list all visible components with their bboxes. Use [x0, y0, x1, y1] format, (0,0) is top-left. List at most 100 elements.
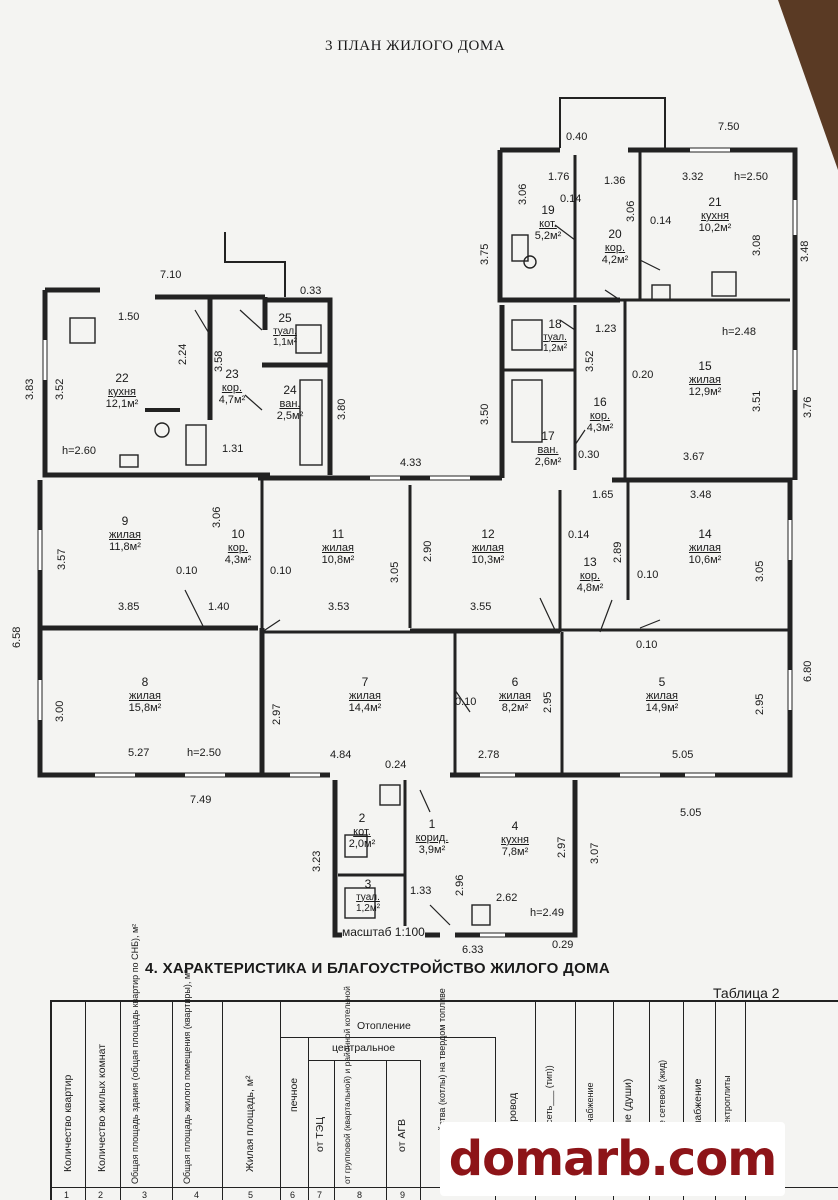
floor-plan-walls: [37, 97, 798, 938]
dim-label: 3.23: [311, 850, 323, 872]
dim-label: 1.65: [592, 489, 614, 501]
table-column: [120, 1002, 173, 1200]
table-column: [420, 1037, 496, 1200]
dim-label: 0.10: [176, 565, 198, 577]
dim-label: 0.30: [578, 449, 600, 461]
row-number: 9: [400, 1190, 406, 1200]
dim-label: 3.80: [336, 398, 348, 420]
dim-label: h=2.48: [722, 326, 756, 338]
dim-label: 6.33: [462, 944, 484, 956]
dim-label: 2.89: [612, 541, 624, 563]
dim-label: 3.00: [54, 700, 66, 722]
dim-label: 3.55: [470, 601, 492, 613]
dim-label: 3.05: [389, 561, 401, 583]
row-number: 6: [290, 1190, 296, 1200]
dim-label: 0.29: [552, 939, 574, 951]
column-header: Количество квартир: [62, 1074, 74, 1172]
table-column: [649, 1002, 684, 1200]
row-number: 8: [357, 1190, 363, 1200]
dim-label: 1.31: [222, 443, 244, 455]
dim-label: 6.58: [11, 626, 23, 648]
watermark-text: domarb.com: [448, 1131, 777, 1187]
page-title: 3 ПЛАН ЖИЛОГО ДОМА: [325, 38, 506, 54]
dim-label: 3.51: [751, 390, 763, 412]
dim-label: 3.06: [211, 506, 223, 528]
background-wood-corner: [778, 0, 838, 170]
column-header: печное: [288, 1077, 300, 1112]
column-header: от ТЭЦ: [314, 1116, 326, 1152]
section-title: 4. ХАРАКТЕРИСТИКА И БЛАГОУСТРОЙСТВО ЖИЛО…: [145, 960, 610, 977]
central-header: центральное: [332, 1042, 396, 1054]
dim-label: h=2.60: [62, 445, 96, 457]
dim-label: 2.95: [542, 691, 554, 713]
dim-label: 0.10: [636, 639, 658, 651]
dim-label: 3.67: [683, 451, 705, 463]
dim-label: 3.53: [328, 601, 350, 613]
dim-label: 0.24: [385, 759, 407, 771]
dim-label: 3.50: [479, 403, 491, 425]
dim-label: 0.10: [270, 565, 292, 577]
dim-label: 2.95: [754, 693, 766, 715]
dim-label: 7.10: [160, 269, 182, 281]
column-header: от групповой (квартальной) и районной ко…: [342, 986, 352, 1184]
dim-label: 0.10: [455, 696, 477, 708]
column-header: Общая площадь здания (общая площадь квар…: [130, 923, 140, 1184]
dim-label: 3.76: [802, 396, 814, 418]
table-column: [280, 1037, 309, 1200]
dim-label: 2.24: [177, 343, 189, 365]
dim-label: 3.85: [118, 601, 140, 613]
characteristics-table: Отопление центральное Количество квартир…: [50, 924, 838, 1200]
dim-label: 1.76: [548, 171, 570, 183]
dim-label: 3.52: [584, 350, 596, 372]
dim-label: 2.96: [454, 874, 466, 896]
dim-label: 3.06: [625, 200, 637, 222]
table-column: [172, 1002, 223, 1200]
dim-label: 5.05: [672, 749, 694, 761]
dim-label: 2.90: [422, 540, 434, 562]
dim-label: 1.23: [595, 323, 617, 335]
dim-label: 3.07: [589, 842, 601, 864]
dim-label: 5.27: [128, 747, 150, 759]
dim-label: 3.06: [517, 183, 529, 205]
dim-label: 4.33: [400, 457, 422, 469]
table-column: [308, 1060, 335, 1200]
dim-label: 3.75: [479, 243, 491, 265]
dim-label: 0.14: [560, 193, 582, 205]
row-number: 5: [248, 1190, 254, 1200]
column-header: Общая площадь жилого помещения (квартиры…: [182, 969, 192, 1184]
dim-label: 5.05: [680, 807, 702, 819]
dim-label: h=2.50: [187, 747, 221, 759]
dim-label: 2.97: [556, 836, 568, 858]
dim-label: 6.80: [802, 660, 814, 682]
dim-label: 1.40: [208, 601, 230, 613]
table-column: [222, 1002, 281, 1200]
dim-label: 3.57: [56, 548, 68, 570]
dim-label: 3.48: [799, 240, 811, 262]
dim-label: 1.33: [410, 885, 432, 897]
dim-label: 0.14: [650, 215, 672, 227]
column-header: Жилая площадь, м²: [244, 1075, 256, 1172]
row-number: 7: [317, 1190, 323, 1200]
dim-label: 0.40: [566, 131, 588, 143]
dim-label: 3.58: [213, 350, 225, 372]
dim-label: 3.08: [751, 234, 763, 256]
dim-label: 0.20: [632, 369, 654, 381]
